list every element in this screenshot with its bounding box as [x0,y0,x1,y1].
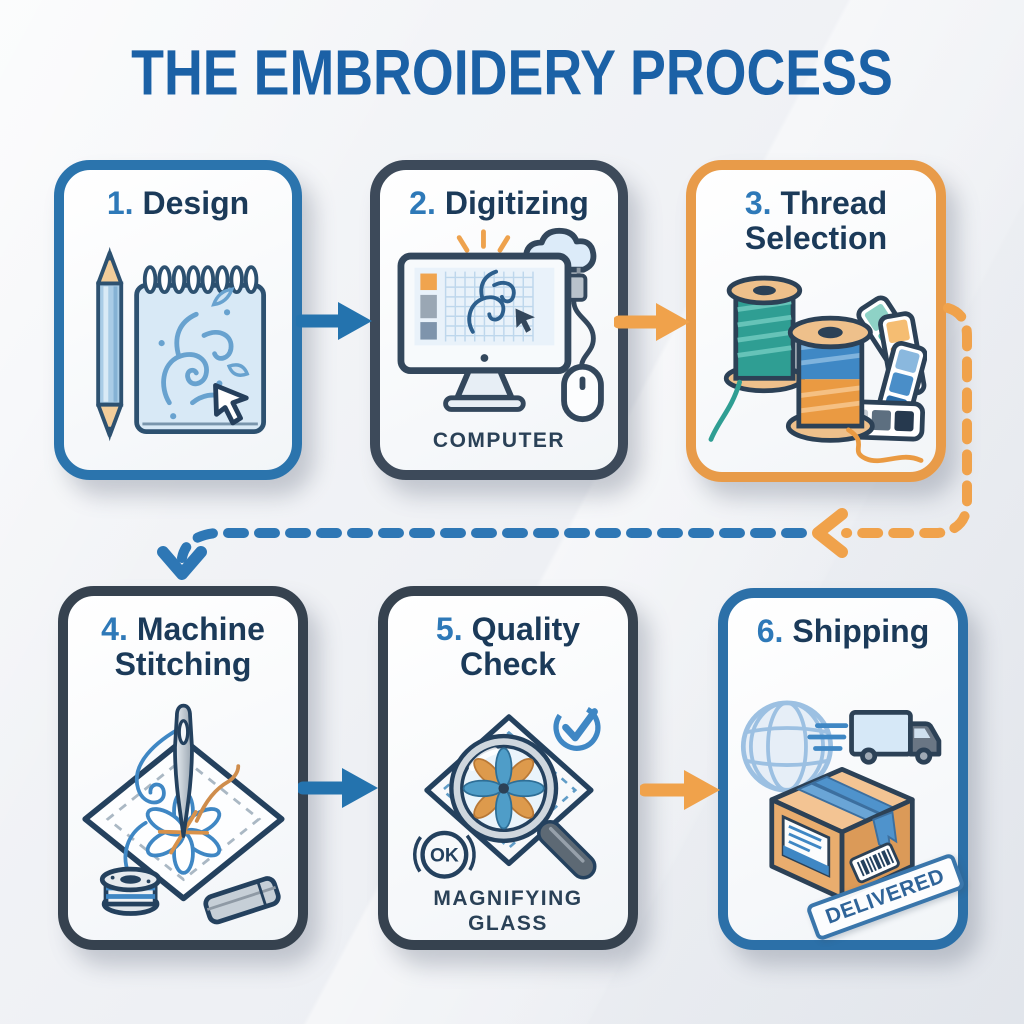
computer-monitor-cloud-mouse-icon [397,228,604,423]
step-card-machine-stitching: 4.Machine Stitching [58,586,308,950]
tape-tail [872,810,898,854]
icon-area [728,649,958,940]
step-heading-machine-stitching: 4.Machine Stitching [81,611,286,683]
icon-area [68,682,298,940]
connector-arrowhead-blue [157,546,207,580]
fabric-clip-icon [203,876,281,925]
step-heading-thread-selection: 3.Thread Selection [714,185,919,257]
arrow-quality-check-to-shipping [640,770,720,810]
thread-spools-color-swatches-icon [708,275,927,464]
thread-spool-teal-icon [723,275,806,394]
swirl-dots [158,308,231,419]
step-card-shipping: 6.Shipping [718,588,968,950]
delivery-truck-icon [807,710,942,765]
flower-under-lens [462,747,545,830]
needle-fabric-bobbin-icon [82,703,285,925]
step-number: 1. [106,185,134,221]
icon-area [64,221,292,470]
step-card-quality-check: 5.Quality Check [378,586,638,950]
digitized-swirl [467,269,516,334]
step-heading-quality-check: 5.Quality Check [406,611,611,683]
icon-area [696,256,936,472]
step-label: Quality Check [459,611,581,683]
barcode [849,842,900,884]
package-globe-truck-icon [740,700,942,901]
pencil-icon [96,246,124,441]
step-label: Shipping [792,613,930,649]
page-title: THE EMBROIDERY PROCESS [131,36,893,109]
thread-blue [134,724,186,805]
fabric-dashed-border [105,756,262,882]
spark-lines [456,229,511,253]
pencil-and-notepad-icon [96,246,267,441]
mouse-icon [561,364,604,423]
globe-icon [740,700,834,793]
step-number: 2. [409,185,436,221]
arrow-design-to-digitizing [296,302,372,340]
magnifier-handle [536,820,596,880]
step-card-digitizing: 2.Digitizing [370,160,628,480]
thread-spool-blue-orange-icon [785,315,875,443]
cursor-icon [213,382,249,425]
notepad-icon [134,264,267,434]
screen-cursor [515,308,535,333]
icon-caption: COMPUTER [432,429,566,453]
monitor-icon [397,252,572,375]
step-label: Digitizing [444,185,589,221]
step-number: 3. [744,185,772,221]
icon-area: OK [388,682,628,887]
step-card-design: 1.Design [54,160,302,480]
step-heading-design: 1.Design [106,185,250,221]
swirl-design [161,286,250,405]
step-label: Machine Stitching [114,611,265,683]
monitor-stand [454,367,515,401]
arrow-digitizing-to-thread-selection [614,303,690,341]
step-heading-digitizing: 2.Digitizing [409,185,589,221]
needle-icon [173,703,194,839]
icon-caption: MAGNIFYING GLASS [433,887,583,936]
step-number: 4. [101,611,128,647]
magnifier-icon [448,734,596,880]
thread-tail-teal [708,379,742,443]
icon-area [380,221,618,429]
package-box-icon [769,767,915,901]
step-number: 6. [756,613,784,649]
step-number: 5. [435,611,463,647]
step-label: Design [142,185,250,221]
step-heading-shipping: 6.Shipping [756,613,930,649]
step-label: Thread Selection [744,185,888,257]
magnifying-glass-flower-icon: OK [412,704,601,887]
step-card-thread-selection: 3.Thread Selection [686,160,946,482]
ok-stamp-label: OK [429,846,458,867]
monitor-base [443,395,526,413]
connector-arrowhead-orange [812,508,848,558]
bobbin-icon [99,866,162,917]
shipping-label [781,814,831,879]
arrow-machine-stitching-to-quality-check [298,768,378,808]
checkmark-icon [552,704,601,752]
cable [571,300,596,368]
thread-orange [194,764,241,823]
